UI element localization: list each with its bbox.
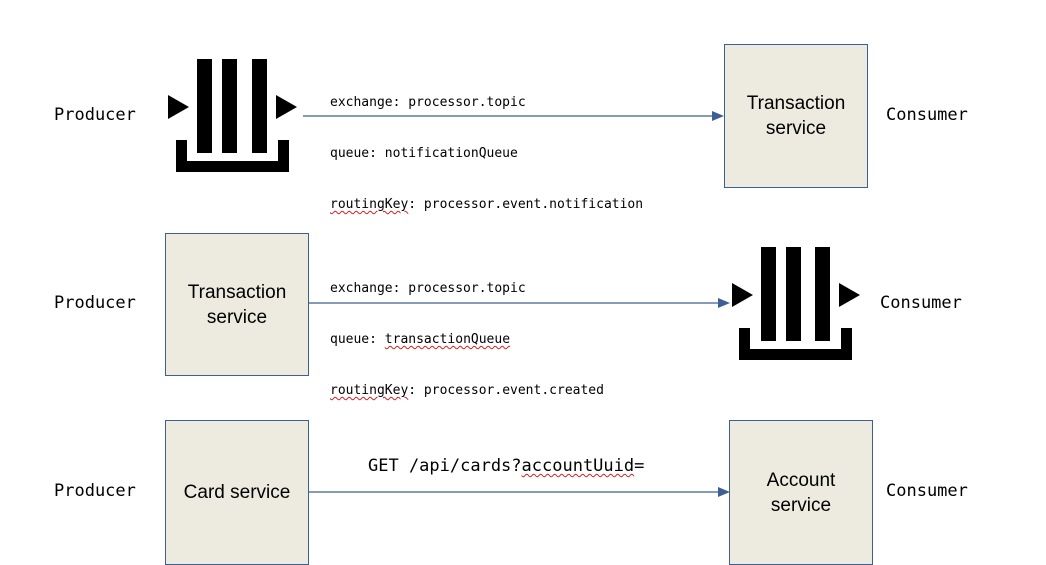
producer-label-row1: Producer bbox=[54, 105, 136, 125]
request-param: accountUuid bbox=[521, 456, 635, 476]
consumer-label-row2: Consumer bbox=[880, 293, 962, 313]
box-label: Transaction service bbox=[746, 93, 846, 139]
consumer-label-row3: Consumer bbox=[886, 481, 968, 501]
producer-label-row2: Producer bbox=[54, 293, 136, 313]
routing-key-word: routingKey bbox=[330, 197, 409, 212]
message-broker-icon bbox=[732, 247, 860, 360]
card-service-box: Card service bbox=[165, 420, 309, 565]
box-label: Account service bbox=[766, 469, 836, 516]
queue-name: transactionQueue bbox=[384, 332, 511, 347]
arrow-row3 bbox=[309, 487, 730, 497]
routing-key-text: routingKey: processor.event.created bbox=[330, 382, 604, 399]
request-path: GET /api/cards? bbox=[368, 456, 522, 476]
queue-text: queue: transactionQueue bbox=[330, 331, 604, 348]
account-service-box: Account service bbox=[729, 420, 873, 565]
message-config-row2: exchange: processor.topic queue: transac… bbox=[330, 246, 604, 416]
box-label: Card service bbox=[183, 482, 291, 503]
consumer-label-row1: Consumer bbox=[886, 105, 968, 125]
routing-key-value: : processor.event.created bbox=[408, 383, 604, 398]
exchange-text: exchange: processor.topic bbox=[330, 95, 526, 110]
producer-label-row3: Producer bbox=[54, 481, 136, 501]
box-label: Transaction service bbox=[187, 281, 287, 328]
exchange-text: exchange: processor.topic bbox=[330, 281, 526, 296]
transaction-service-box-consumer: Transaction service bbox=[724, 44, 868, 188]
request-suffix: = bbox=[634, 456, 645, 476]
queue-prefix: queue: bbox=[330, 332, 385, 347]
routing-key-value: : processor.event.notification bbox=[408, 197, 644, 212]
arrow-row2 bbox=[309, 298, 730, 308]
api-request-label: GET /api/cards?accountUuid= bbox=[368, 456, 644, 476]
message-broker-icon bbox=[168, 59, 297, 172]
queue-text: queue: notificationQueue bbox=[330, 146, 518, 161]
transaction-service-box-producer: Transaction service bbox=[165, 233, 309, 376]
arrow-row1 bbox=[303, 111, 724, 121]
routing-key-word: routingKey bbox=[330, 383, 409, 398]
routing-key-text: routingKey: processor.event.notification bbox=[330, 196, 643, 213]
message-config-row1: exchange: processor.topic queue: notific… bbox=[330, 60, 643, 230]
